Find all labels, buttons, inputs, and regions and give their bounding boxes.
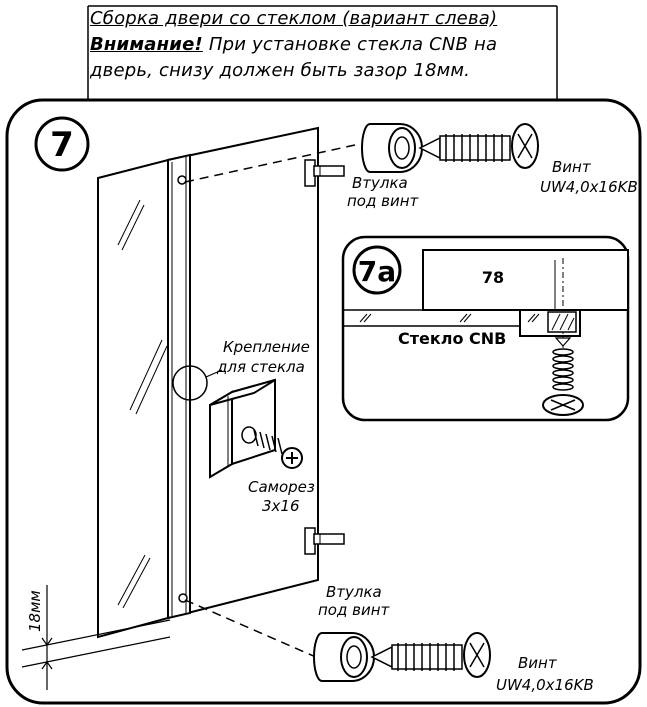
dimension-value: 78 (482, 268, 504, 287)
door-edge (167, 153, 191, 620)
glass-mount-label-2: для стекла (216, 358, 305, 376)
self-tapping-label-1: Саморез (248, 478, 315, 496)
warning-label: Внимание! (90, 34, 203, 55)
glass-mount-label-1: Крепление (223, 338, 310, 356)
screw-top (418, 123, 539, 169)
gap-dimension-label: 18мм (26, 590, 44, 632)
header-warning-line: Внимание! При установке стекла CNB на (90, 32, 555, 58)
gap-dimension (21, 585, 171, 690)
warning-text-2: дверь, снизу должен быть зазор 18мм. (90, 60, 471, 81)
bushing-top-label-1: Втулка (352, 174, 408, 192)
instruction-header: Сборка двери со стеклом (вариант слева) … (90, 6, 555, 84)
warning-text-1: При установке стекла CNB на (208, 34, 498, 55)
detail-screw (542, 337, 584, 416)
hinge-top (304, 159, 345, 187)
glass-section (343, 309, 628, 337)
glass-mount-bracket (209, 378, 276, 479)
bushing-bottom-label-2: под винт (318, 601, 391, 619)
hinge-bottom (304, 527, 345, 555)
glass-label: Стекло CNB (398, 329, 506, 348)
bushing-top-label-2: под винт (347, 192, 420, 210)
outer-frame (5, 98, 642, 705)
screw-bottom (370, 632, 491, 678)
step-7a-circle (352, 245, 402, 295)
header-title: Сборка двери со стеклом (вариант слева) (90, 8, 498, 29)
self-tapping-label-2: 3x16 (262, 497, 300, 515)
door-section (422, 249, 629, 311)
step-7a-number: 7a (358, 255, 396, 288)
screw-top-label-2: UW4,0x16KB (540, 178, 638, 196)
glass-panel (97, 158, 169, 639)
step-7-circle (34, 116, 90, 172)
bushing-bottom (313, 632, 375, 682)
screw-top-label-1: Винт (552, 158, 592, 176)
screw-bottom-label-1: Винт (518, 654, 558, 672)
step-7-number: 7 (50, 125, 74, 165)
self-tapping-screw (241, 426, 303, 469)
bushing-bottom-label-1: Втулка (326, 583, 382, 601)
bushing-top (361, 123, 423, 173)
screw-bottom-label-2: UW4,0x16KB (496, 676, 594, 694)
glass-mount-callout (172, 365, 208, 401)
